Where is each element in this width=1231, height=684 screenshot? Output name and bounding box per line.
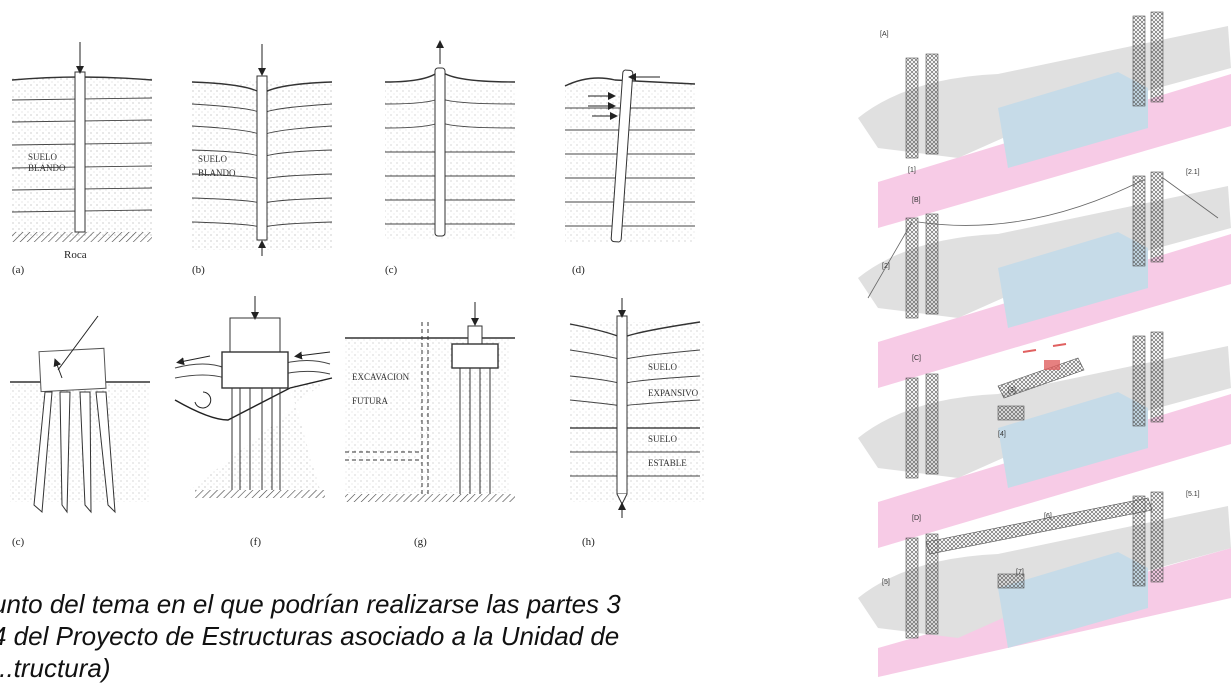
bridge-stages-figure: [A] [1] [B] [2] [2.1] [C] [3] [4]	[858, 11, 1231, 677]
label-suelo-h2: SUELO	[648, 434, 678, 444]
caption-line-3: ...tructura)	[0, 653, 111, 683]
caption-b: (b)	[192, 264, 205, 276]
stage-c: [C] [3] [4]	[858, 331, 1231, 548]
caption-line-2: 4 del Proyecto de Estructuras asociado a…	[0, 621, 620, 651]
label-roca: Roca	[64, 249, 87, 261]
stage-b-tag-2-1: [2.1]	[1186, 169, 1200, 176]
pile-diagrams-figure: SUELO BLANDO Roca (a) SUELO BLANDO (b) (…	[10, 40, 705, 548]
stage-a: [A] [1]	[858, 11, 1231, 228]
slide-caption: unto del tema en el que podrían realizar…	[0, 588, 792, 684]
label-futura: FUTURA	[352, 396, 389, 406]
stage-d-label: [D]	[912, 515, 921, 522]
panel-g: EXCAVACION FUTURA (g)	[345, 302, 515, 548]
stage-d: [D] [5] [6] [7] [5.1]	[858, 491, 1231, 677]
stage-b-tag-2: [2]	[882, 263, 890, 270]
stage-d-tag-5-1: [5.1]	[1186, 491, 1200, 498]
caption-h: (h)	[582, 536, 595, 548]
label-blando-a: BLANDO	[28, 163, 66, 173]
stage-b-label: [B]	[912, 197, 921, 204]
caption-c-top: (c)	[385, 264, 398, 276]
label-excavacion: EXCAVACION	[352, 372, 410, 382]
stage-d-tag-7: [7]	[1016, 569, 1024, 576]
label-blando-b: BLANDO	[198, 168, 236, 178]
caption-a: (a)	[12, 264, 25, 276]
panel-b: SUELO BLANDO (b)	[191, 44, 333, 276]
panel-h: SUELO EXPANSIVO SUELO ESTABLE (h)	[569, 298, 705, 548]
label-suelo-h1: SUELO	[648, 362, 678, 372]
label-suelo-b: SUELO	[198, 154, 228, 164]
stage-c-label: [C]	[912, 355, 921, 362]
panel-c-top: (c)	[384, 40, 516, 276]
panel-f: (f)	[174, 296, 333, 548]
panel-d: (d)	[564, 69, 696, 276]
caption-f: (f)	[250, 536, 261, 548]
stage-c-tag-3: [3]	[1008, 387, 1016, 394]
caption-c-bottom: (c)	[12, 536, 25, 548]
label-estable: ESTABLE	[648, 458, 687, 468]
panel-c-bottom: (c)	[10, 315, 150, 548]
stage-d-tag-6: [6]	[1044, 513, 1052, 520]
label-expansivo: EXPANSIVO	[648, 388, 699, 398]
stage-a-tag-1: [1]	[908, 167, 916, 174]
label-suelo-a: SUELO	[28, 152, 58, 162]
caption-line-1: unto del tema en el que podrían realizar…	[0, 589, 621, 619]
stage-a-label: [A]	[880, 31, 889, 38]
panel-a: SUELO BLANDO Roca (a)	[11, 42, 153, 276]
stage-d-tag-5: [5]	[882, 579, 890, 586]
stage-b: [B] [2] [2.1]	[858, 169, 1231, 388]
caption-d: (d)	[572, 264, 585, 276]
caption-g: (g)	[414, 536, 427, 548]
stage-c-tag-4: [4]	[998, 431, 1006, 438]
